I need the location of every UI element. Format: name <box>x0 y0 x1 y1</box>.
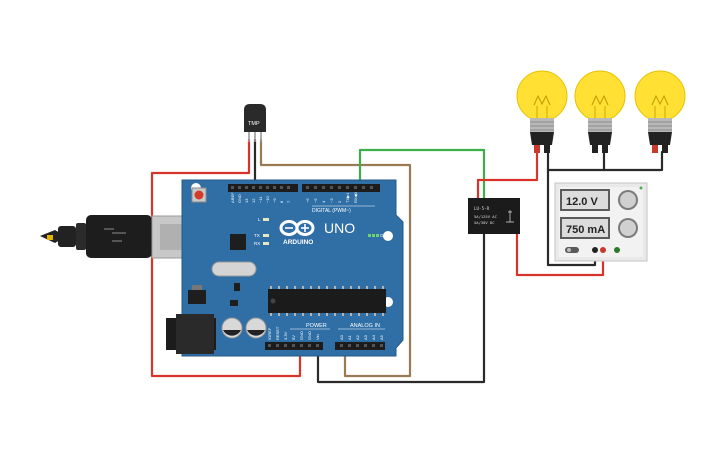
digital-pin-label-2: 13 <box>244 198 249 203</box>
analog-pin-label-3: A3 <box>363 334 368 340</box>
digital-label: DIGITAL (PWM~) <box>312 208 351 214</box>
current-display: 750 mA <box>566 224 605 236</box>
wire-red-relay-bulb[interactable] <box>476 150 539 202</box>
current-knob[interactable] <box>618 218 638 238</box>
l-led-label: L <box>258 217 261 222</box>
power-header <box>265 342 385 350</box>
power-pin-label-2: 3.3V <box>283 331 288 340</box>
digital-pin-label-6: ~9 <box>272 198 277 203</box>
power-pin-label-0: IOREF <box>267 327 272 340</box>
digital-pin-label-11: 4 <box>321 200 326 203</box>
power-jack[interactable] <box>166 314 216 354</box>
crystal <box>211 261 257 277</box>
relay-model: LU-5-R <box>474 206 490 211</box>
rx-led-label: RX <box>254 241 260 246</box>
analog-pin-label-0: A0 <box>339 334 344 340</box>
bulb-1[interactable] <box>516 70 568 153</box>
digital-pin-label-13: 2 <box>337 200 342 203</box>
power-supply[interactable]: 12.0 V 750 mA <box>554 182 648 262</box>
power-pin-label-1: RESET <box>275 326 280 340</box>
sensor-label: TMP <box>248 121 260 127</box>
voltage-regulator <box>188 290 206 304</box>
wire-brown-sensor-a0[interactable] <box>259 138 412 378</box>
bulb-2[interactable] <box>574 70 626 153</box>
digital-pin-label-15: RX◀0 <box>353 191 358 203</box>
arduino-logo <box>279 220 315 236</box>
power-led <box>639 186 643 190</box>
wire-black-gnd-relay[interactable] <box>316 230 486 384</box>
digital-pin-label-0: AREF <box>230 192 235 203</box>
digital-pin-label-7: 8 <box>279 200 284 203</box>
digital-pin-label-8: 7 <box>286 200 291 203</box>
wires <box>150 138 664 384</box>
brand-label: ARDUINO <box>283 239 313 246</box>
terminal-negative[interactable] <box>592 247 598 253</box>
digital-pin-label-1: GND <box>237 194 242 203</box>
wire-red-relay-supply[interactable] <box>515 230 605 277</box>
analog-pin-label-1: A1 <box>347 334 352 340</box>
atmega-chip <box>268 286 386 316</box>
digital-pin-label-10: ~5 <box>313 198 318 203</box>
analog-pin-label-4: A4 <box>371 334 376 340</box>
tx-led-label: TX <box>254 233 260 238</box>
tx-led <box>263 234 269 237</box>
capacitors <box>221 317 267 339</box>
power-pin-label-5: GND <box>307 331 312 340</box>
on-led <box>368 234 371 237</box>
digital-pin-label-12: ~3 <box>329 198 334 203</box>
reset-button[interactable] <box>191 187 207 203</box>
temperature-sensor[interactable]: TMP <box>244 104 266 142</box>
wire-black-bulbs-link[interactable] <box>546 150 664 172</box>
power-label: POWER <box>306 323 327 329</box>
digital-pin-label-5: ~10 <box>265 195 270 203</box>
voltage-display: 12.0 V <box>566 196 598 208</box>
digital-pin-label-14: TX▶1 <box>345 192 350 203</box>
power-pin-label-4: GND <box>299 331 304 340</box>
analog-label: ANALOG IN <box>350 323 380 329</box>
digital-pin-label-4: ~11 <box>258 196 263 203</box>
logo-symbols <box>285 224 309 232</box>
terminal-ground[interactable] <box>614 247 620 253</box>
model-label: UNO <box>324 220 355 236</box>
relay[interactable]: LU-5-R 5A/125V AC 5A/30V DC <box>468 198 520 234</box>
wire-red-sensor-5v[interactable] <box>150 138 302 378</box>
rx-led <box>263 242 269 245</box>
usb-chip <box>230 234 246 250</box>
wire-green-pin-relay[interactable] <box>358 148 486 202</box>
relay-rating-ac: 5A/125V AC <box>474 214 497 219</box>
voltage-knob[interactable] <box>618 190 638 210</box>
digital-header <box>228 184 380 192</box>
relay-rating-dc: 5A/30V DC <box>474 220 495 225</box>
l-led <box>263 218 269 221</box>
analog-pin-label-2: A2 <box>355 334 360 340</box>
digital-pin-label-3: 12 <box>251 198 256 203</box>
bulb-3[interactable] <box>634 70 686 153</box>
digital-pin-label-9: ~6 <box>305 198 310 203</box>
power-pin-label-6: Vin <box>315 334 320 340</box>
power-pin-label-3: 5V <box>291 335 296 340</box>
terminal-positive[interactable] <box>600 247 606 253</box>
analog-pin-label-5: A5 <box>379 334 384 340</box>
on-label: ON <box>380 233 387 238</box>
